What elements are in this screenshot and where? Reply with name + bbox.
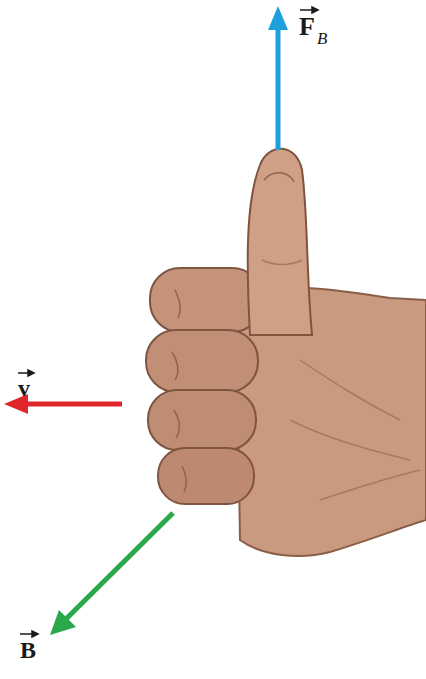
thumbnail	[264, 173, 294, 182]
velocity-arrow-shaft	[26, 402, 122, 407]
thumb	[248, 149, 312, 335]
force-arrowhead	[268, 6, 288, 30]
thumb-crease	[262, 260, 302, 265]
field-arrowhead	[50, 610, 76, 635]
field-symbol: B	[20, 638, 36, 662]
little-finger	[158, 448, 254, 504]
force-arrow-shaft	[276, 28, 281, 150]
force-symbol: F	[299, 14, 315, 40]
middle-finger	[146, 330, 258, 392]
vector-overarrows	[18, 7, 318, 637]
knuckle-lines	[172, 290, 186, 492]
vector-overarrow-head	[32, 631, 38, 637]
force-subscript: B	[317, 30, 327, 47]
index-finger	[150, 268, 262, 332]
ring-finger	[148, 390, 256, 450]
field-arrow-shaft	[66, 513, 173, 619]
skin-creases	[290, 360, 420, 500]
vector-overarrow-head	[312, 7, 318, 13]
velocity-symbol: v	[18, 376, 30, 400]
